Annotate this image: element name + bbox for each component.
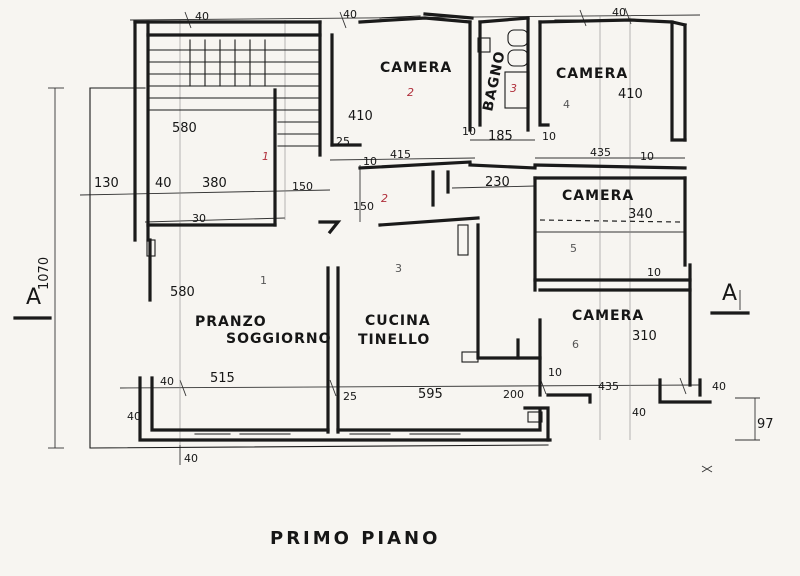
svg-text:200: 200 xyxy=(503,388,524,401)
svg-text:185: 185 xyxy=(488,129,513,144)
svg-text:40: 40 xyxy=(127,410,141,423)
svg-text:10: 10 xyxy=(640,150,654,163)
svg-text:40: 40 xyxy=(343,8,357,21)
cross-marks xyxy=(701,465,713,473)
room-number-camera-top-right: 4 xyxy=(563,98,570,111)
room-label-soggiorno: SOGGIORNO xyxy=(226,331,331,347)
svg-text:10: 10 xyxy=(462,125,476,138)
svg-text:10: 10 xyxy=(647,266,661,279)
svg-text:580: 580 xyxy=(170,285,195,300)
svg-text:380: 380 xyxy=(202,176,227,191)
svg-text:515: 515 xyxy=(210,371,235,386)
section-mark-left: A xyxy=(26,285,41,310)
svg-text:340: 340 xyxy=(628,207,653,222)
room-label-cucina: CUCINA xyxy=(365,313,431,329)
plan-title: PRIMO PIANO xyxy=(270,528,440,549)
svg-text:40: 40 xyxy=(612,6,626,19)
room-number-camera-top: 2 xyxy=(407,86,414,99)
svg-text:435: 435 xyxy=(590,146,611,159)
stair-steps xyxy=(149,39,319,147)
svg-text:25: 25 xyxy=(336,135,350,148)
guide-lines xyxy=(179,15,631,445)
room-label-camera-mid-right: CAMERA xyxy=(562,188,634,204)
walls xyxy=(89,12,712,449)
svg-text:10: 10 xyxy=(542,130,556,143)
room-label-camera-bottom-right: CAMERA xyxy=(572,308,644,324)
room-label-pranzo: PRANZO xyxy=(195,314,267,330)
svg-text:310: 310 xyxy=(632,329,657,344)
room-number-bagno: 3 xyxy=(510,82,517,95)
section-marks: A A xyxy=(13,281,750,320)
room-number-camera-mid-right: 5 xyxy=(570,242,577,255)
svg-text:230: 230 xyxy=(485,175,510,190)
room-label-camera-top-right: CAMERA xyxy=(556,66,628,82)
room-label-tinello: TINELLO xyxy=(358,332,430,348)
section-mark-right: A xyxy=(722,281,737,306)
svg-text:130: 130 xyxy=(94,176,119,191)
svg-text:435: 435 xyxy=(598,380,619,393)
dimension-labels: 40 40 40 580 380 130 40 150 30 150 1070 … xyxy=(37,6,774,465)
svg-text:150: 150 xyxy=(292,180,313,193)
svg-text:10: 10 xyxy=(548,366,562,379)
room-number-cucina: 3 xyxy=(395,262,402,275)
room-number-pranzo: 1 xyxy=(260,274,267,287)
svg-text:40: 40 xyxy=(632,406,646,419)
svg-text:40: 40 xyxy=(195,10,209,23)
svg-text:410: 410 xyxy=(348,109,373,124)
room-numbers: 1 2 3 4 2 1 3 5 6 xyxy=(260,82,579,351)
room-number-stair: 1 xyxy=(262,150,269,163)
svg-text:410: 410 xyxy=(618,87,643,102)
svg-text:1070: 1070 xyxy=(37,257,52,290)
room-labels: CAMERA BAGNO CAMERA CAMERA CAMERA PRANZO… xyxy=(195,49,644,348)
svg-text:40: 40 xyxy=(712,380,726,393)
svg-text:595: 595 xyxy=(418,387,443,402)
svg-text:97: 97 xyxy=(757,417,774,432)
svg-text:10: 10 xyxy=(363,155,377,168)
svg-text:30: 30 xyxy=(192,212,206,225)
svg-text:580: 580 xyxy=(172,121,197,136)
svg-text:40: 40 xyxy=(155,176,172,191)
room-number-hall: 2 xyxy=(381,192,388,205)
svg-text:415: 415 xyxy=(390,148,411,161)
dimension-lines xyxy=(48,7,760,465)
svg-text:150: 150 xyxy=(353,200,374,213)
svg-text:40: 40 xyxy=(160,375,174,388)
svg-text:40: 40 xyxy=(184,452,198,465)
room-number-camera-bottom-right: 6 xyxy=(572,338,579,351)
room-label-camera-top: CAMERA xyxy=(380,60,452,76)
svg-text:25: 25 xyxy=(343,390,357,403)
